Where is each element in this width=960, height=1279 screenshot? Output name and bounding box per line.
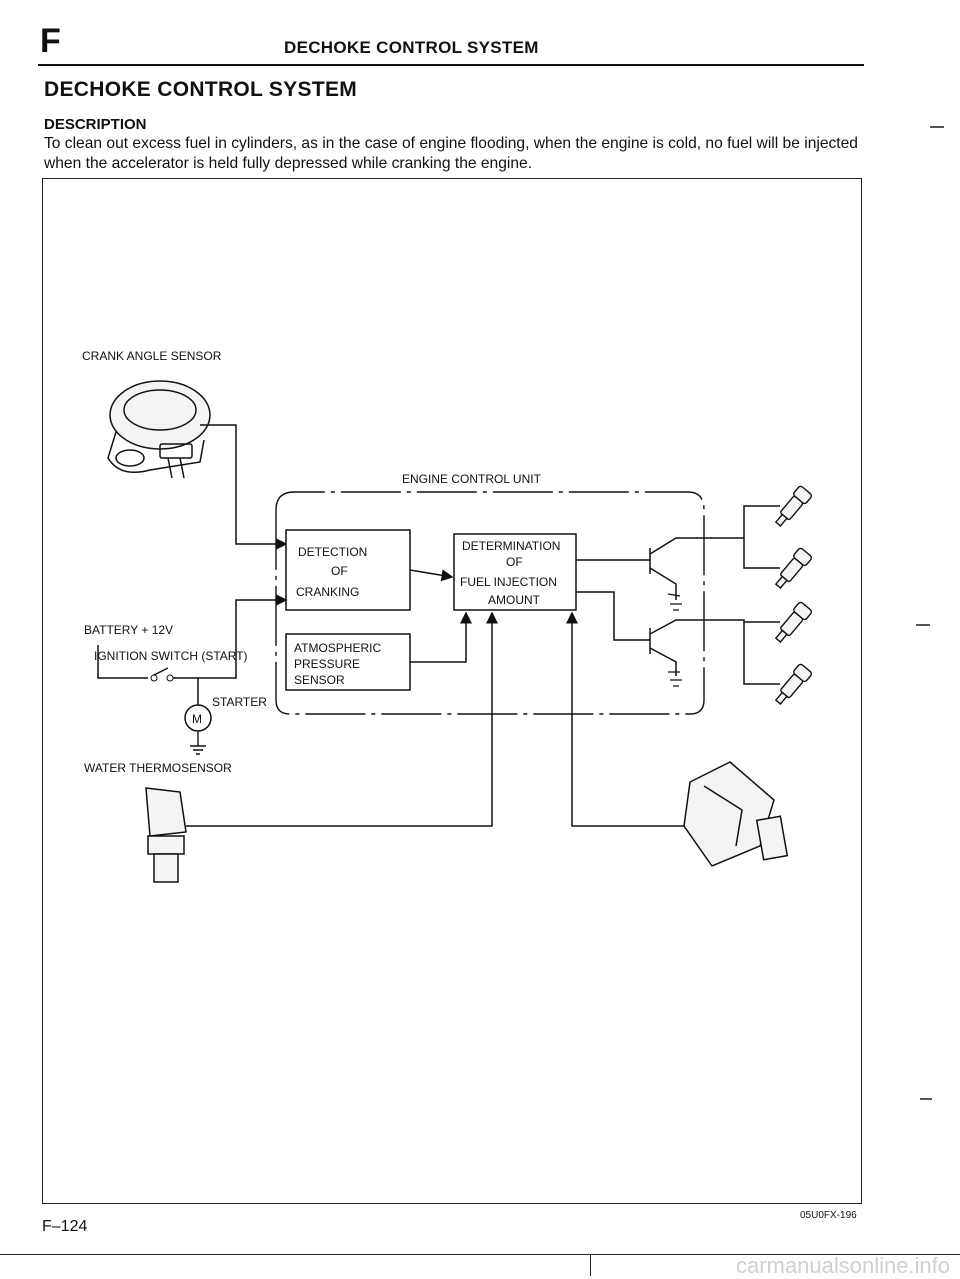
battery-label: BATTERY + 12V <box>84 623 173 637</box>
figure-code: 05U0FX-196 <box>800 1210 857 1221</box>
starter-ground-icon <box>190 731 206 755</box>
start-signal-line <box>173 594 288 679</box>
switch-contact-1 <box>150 674 158 682</box>
figure-frame <box>42 178 862 1204</box>
margin-mark-2 <box>916 624 930 626</box>
section-heading: DESCRIPTION <box>44 116 147 133</box>
footer-rule <box>0 1254 960 1255</box>
atmospheric-text-3: SENSOR <box>294 673 345 687</box>
ground-2-icon <box>668 671 682 687</box>
detection-text-2: OF <box>331 564 348 578</box>
determination-text-1: DETERMINATION <box>462 539 560 553</box>
atmospheric-to-determination-line <box>410 611 472 663</box>
running-header-title: DECHOKE CONTROL SYSTEM <box>284 38 539 57</box>
margin-mark-3 <box>920 1098 932 1100</box>
determination-text-4: AMOUNT <box>488 593 541 607</box>
fuel-injector-2-icon <box>774 547 813 589</box>
watermark: carmanualsonline.info <box>736 1253 951 1278</box>
thermosensor-to-determination-line <box>186 611 498 827</box>
determination-fuel-injection-box <box>453 533 577 611</box>
motor-symbol: M <box>192 712 202 726</box>
ecu-boundary <box>275 491 705 715</box>
crank-angle-sensor-icon <box>107 380 211 479</box>
page-title: DECHOKE CONTROL SYSTEM <box>44 78 358 101</box>
margin-mark-1 <box>930 126 944 128</box>
switch-blade <box>153 667 169 676</box>
fuel-injector-3-icon <box>774 601 813 643</box>
fuel-injector-1-icon <box>774 485 813 527</box>
footer-tick <box>590 1254 591 1276</box>
detection-text-1: DETECTION <box>298 545 367 559</box>
atmospheric-text-2: PRESSURE <box>294 657 360 671</box>
ignition-switch-label: IGNITION SWITCH (START) <box>94 649 248 663</box>
transistor-1-icon <box>649 537 704 600</box>
ground-1-icon <box>667 593 682 611</box>
header-rule <box>38 64 864 66</box>
output-line-2 <box>576 591 650 641</box>
transistor-2-icon <box>649 619 704 676</box>
crank-signal-line <box>200 424 288 550</box>
injector-wiring-2 <box>704 619 780 685</box>
engine-control-unit-label: ENGINE CONTROL UNIT <box>402 472 542 486</box>
water-thermosensor-label: WATER THERMOSENSOR <box>84 761 232 775</box>
page-number: F–124 <box>42 1218 88 1235</box>
description-paragraph: To clean out excess fuel in cylinders, a… <box>44 135 858 172</box>
injector-wiring-1 <box>704 505 780 569</box>
switch-contact-2 <box>166 674 174 682</box>
detection-text-3: CRANKING <box>296 585 359 599</box>
atmospheric-text-1: ATMOSPHERIC <box>294 641 381 655</box>
fuel-injector-4-icon <box>774 663 813 705</box>
sensor-connector-icon <box>683 761 789 867</box>
section-letter: F <box>40 22 61 60</box>
determination-text-3: FUEL INJECTION <box>460 575 557 589</box>
ignition-circuit-line <box>97 645 148 679</box>
crank-angle-sensor-label: CRANK ANGLE SENSOR <box>82 349 222 363</box>
detection-to-determination-arrow <box>409 569 454 582</box>
starter-label: STARTER <box>212 695 267 709</box>
connector-to-determination-line <box>566 611 686 827</box>
determination-text-2: OF <box>506 555 523 569</box>
water-thermosensor-icon <box>145 787 187 883</box>
